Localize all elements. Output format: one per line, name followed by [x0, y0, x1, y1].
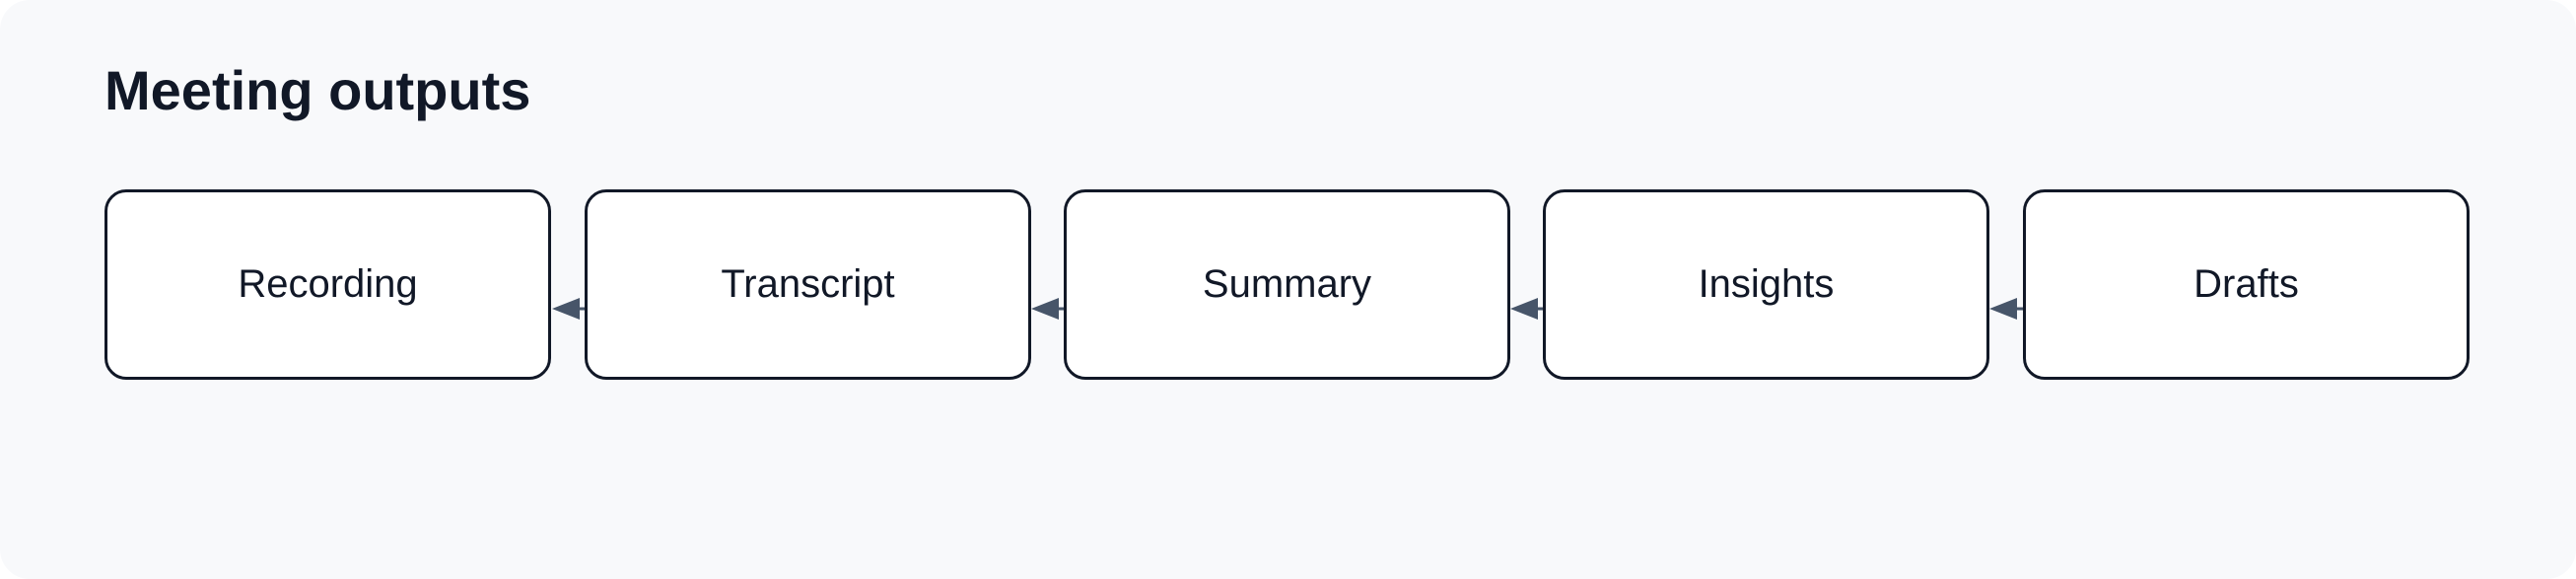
arrowhead-icon [552, 298, 580, 320]
node-label-summary: Summary [1202, 262, 1372, 306]
edge-transcript-to-recording [552, 298, 586, 320]
arrowhead-icon [1989, 298, 2017, 320]
node-label-drafts: Drafts [2193, 262, 2299, 306]
edge-insights-to-summary [1510, 298, 1544, 320]
node-drafts[interactable]: Drafts [2023, 189, 2470, 380]
diagram-title: Meeting outputs [104, 59, 531, 121]
node-recording[interactable]: Recording [104, 189, 551, 380]
node-insights[interactable]: Insights [1543, 189, 1989, 380]
arrowhead-icon [1510, 298, 1538, 320]
node-transcript[interactable]: Transcript [585, 189, 1031, 380]
edge-summary-to-transcript [1031, 298, 1065, 320]
node-label-insights: Insights [1698, 262, 1835, 306]
node-summary[interactable]: Summary [1064, 189, 1510, 380]
edge-drafts-to-insights [1989, 298, 2023, 320]
arrowhead-icon [1031, 298, 1059, 320]
node-label-transcript: Transcript [721, 262, 895, 306]
node-label-recording: Recording [238, 262, 418, 306]
